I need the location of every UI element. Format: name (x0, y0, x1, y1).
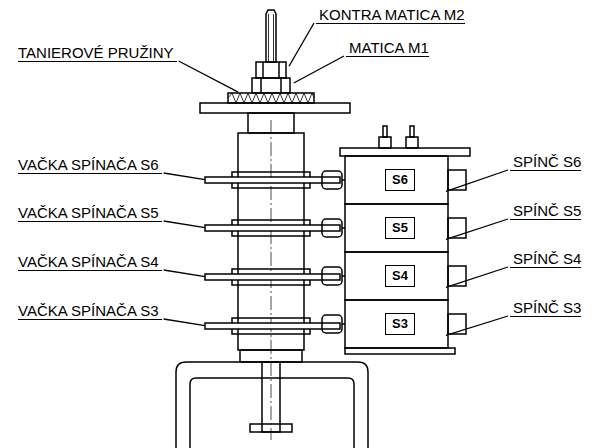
base-collar (240, 350, 302, 362)
frame-outer (176, 362, 368, 448)
leader-line (446, 316, 508, 335)
switch-stack (322, 126, 470, 354)
part-label: MATICA M1 (346, 39, 429, 57)
part-label: SPÍNČ S5 (510, 202, 581, 220)
part-label: KONTRA MATICA M2 (316, 6, 465, 24)
switch-tag: S5 (386, 220, 414, 235)
part-label: SPÍNČ S3 (510, 299, 581, 317)
nut-edge (280, 78, 282, 93)
leader-line (446, 267, 508, 287)
thread-line (268, 14, 269, 62)
part-label: TANIEROVÉ PRUŽINY (18, 44, 177, 62)
part-label: VAČKA SPÍNAČA S5 (18, 204, 162, 222)
disc-springs (228, 93, 314, 103)
leader-line (164, 319, 205, 326)
leader-line (164, 221, 205, 228)
switch-tag: S6 (386, 172, 414, 187)
switch-tag: S3 (386, 316, 414, 331)
nut-edge (278, 62, 280, 78)
leader-line (164, 270, 205, 277)
leader-line (179, 61, 239, 92)
top-plate (200, 103, 350, 113)
leader-line (294, 56, 344, 83)
threaded-rod (266, 10, 276, 62)
shaft-flange (250, 424, 292, 432)
leader-line (446, 170, 508, 191)
nut-edge (260, 78, 262, 93)
switch-tag-box: S4 (385, 265, 415, 287)
cams (205, 172, 340, 334)
switch-tag-box: S5 (385, 217, 415, 239)
part-label: VAČKA SPÍNAČA S3 (18, 302, 162, 320)
part-label: VAČKA SPÍNAČA S4 (18, 253, 162, 271)
thread-line (273, 14, 274, 62)
nut-edge (262, 62, 264, 78)
part-label: VAČKA SPÍNAČA S6 (18, 156, 162, 174)
nut (252, 78, 290, 93)
switch-tag-box: S3 (385, 313, 415, 335)
shaft-end (262, 362, 280, 432)
leader-line (164, 173, 205, 180)
lock-nut (256, 62, 286, 78)
part-label: SPÍNČ S4 (510, 250, 581, 268)
leader-line (289, 23, 314, 66)
switch-tag-box: S6 (385, 169, 415, 191)
spring-hatch (228, 93, 314, 103)
switch-tag: S4 (386, 268, 414, 283)
part-label: SPÍNČ S6 (510, 153, 581, 171)
frame-inner (190, 378, 354, 448)
leader-line (446, 219, 508, 239)
